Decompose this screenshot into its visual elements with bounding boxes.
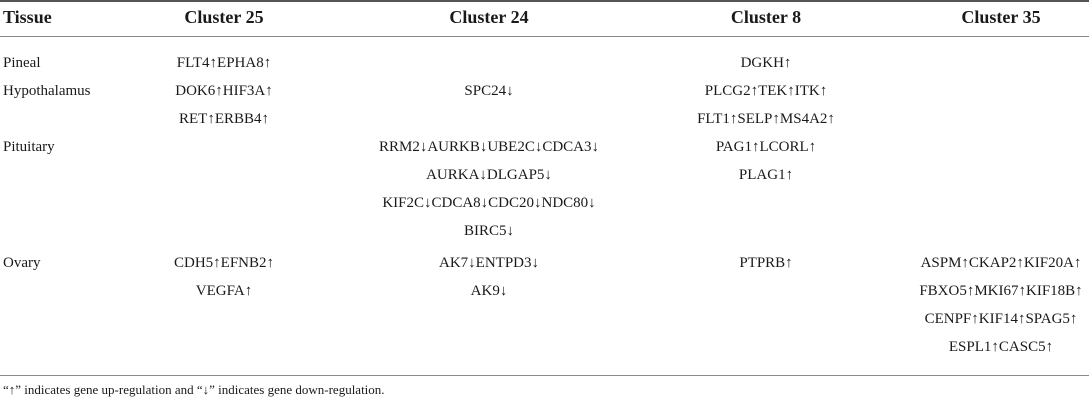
cluster-25-cell: RET↑ERBB4↑	[178, 111, 270, 127]
cluster-8-cell: PAG1↑LCORL↑	[715, 139, 817, 155]
tissue-cell: Pituitary	[3, 139, 55, 155]
cluster-25-cell: FLT4↑EPHA8↑	[176, 55, 272, 71]
cluster-25-cell: VEGFA↑	[195, 283, 253, 299]
header-cluster-25: Cluster 25	[184, 7, 264, 27]
table-row: Hypothalamus DOK6↑HIF3A↑ SPC24↓ PLCG2↑TE…	[0, 78, 1089, 104]
table-row: Pineal FLT4↑EPHA8↑ DGKH↑	[0, 50, 1089, 76]
header-cluster-8: Cluster 8	[730, 7, 802, 27]
table-row: KIF2C↓CDCA8↓CDC20↓NDC80↓	[0, 190, 1089, 216]
cluster-8-cell: PLAG1↑	[738, 167, 794, 183]
tissue-cell: Hypothalamus	[3, 83, 91, 99]
cluster-8-cell: PLCG2↑TEK↑ITK↑	[704, 83, 828, 99]
cluster-24-cell: KIF2C↓CDCA8↓CDC20↓NDC80↓	[382, 195, 596, 211]
table-top-rule	[0, 0, 1089, 2]
cluster-35-cell: FBXO5↑MKI67↑KIF18B↑	[919, 283, 1083, 299]
header-cluster-24: Cluster 24	[449, 7, 529, 27]
cluster-35-cell: ESPL1↑CASC5↑	[948, 339, 1054, 355]
cluster-35-cell: CENPF↑KIF14↑SPAG5↑	[924, 311, 1078, 327]
tissue-cell: Pineal	[3, 55, 41, 71]
header-cluster-35: Cluster 35	[961, 7, 1041, 27]
cluster-35-cell: ASPM↑CKAP2↑KIF20A↑	[920, 255, 1082, 271]
table-footnote: “↑” indicates gene up-regulation and “↓”…	[3, 382, 385, 397]
table-row: RET↑ERBB4↑ FLT1↑SELP↑MS4A2↑	[0, 106, 1089, 132]
table-row: CENPF↑KIF14↑SPAG5↑	[0, 306, 1089, 332]
cluster-24-cell: BIRC5↓	[463, 223, 515, 239]
cluster-24-cell: SPC24↓	[464, 83, 514, 99]
cluster-24-cell: AK7↓ENTPD3↓	[439, 255, 539, 271]
table-row: ESPL1↑CASC5↑	[0, 334, 1089, 360]
cluster-24-cell: RRM2↓AURKB↓UBE2C↓CDCA3↓	[378, 139, 600, 155]
table-row: BIRC5↓	[0, 218, 1089, 244]
cluster-8-cell: FLT1↑SELP↑MS4A2↑	[697, 111, 835, 127]
cluster-24-cell: AURKA↓DLGAP5↓	[426, 167, 552, 183]
cluster-25-cell: CDH5↑EFNB2↑	[173, 255, 275, 271]
header-tissue: Tissue	[3, 7, 52, 27]
table-row: AURKA↓DLGAP5↓ PLAG1↑	[0, 162, 1089, 188]
table-bottom-rule	[0, 375, 1089, 376]
cluster-8-cell: PTPRB↑	[739, 255, 793, 271]
cluster-8-cell: DGKH↑	[740, 55, 792, 71]
table-header-rule	[0, 36, 1089, 37]
cluster-24-cell: AK9↓	[470, 283, 508, 299]
table-row: Pituitary RRM2↓AURKB↓UBE2C↓CDCA3↓ PAG1↑L…	[0, 134, 1089, 160]
tissue-cell: Ovary	[3, 255, 41, 271]
cluster-25-cell: DOK6↑HIF3A↑	[175, 83, 273, 99]
table-row: VEGFA↑ AK9↓ FBXO5↑MKI67↑KIF18B↑	[0, 278, 1089, 304]
table-row: Ovary CDH5↑EFNB2↑ AK7↓ENTPD3↓ PTPRB↑ ASP…	[0, 250, 1089, 276]
